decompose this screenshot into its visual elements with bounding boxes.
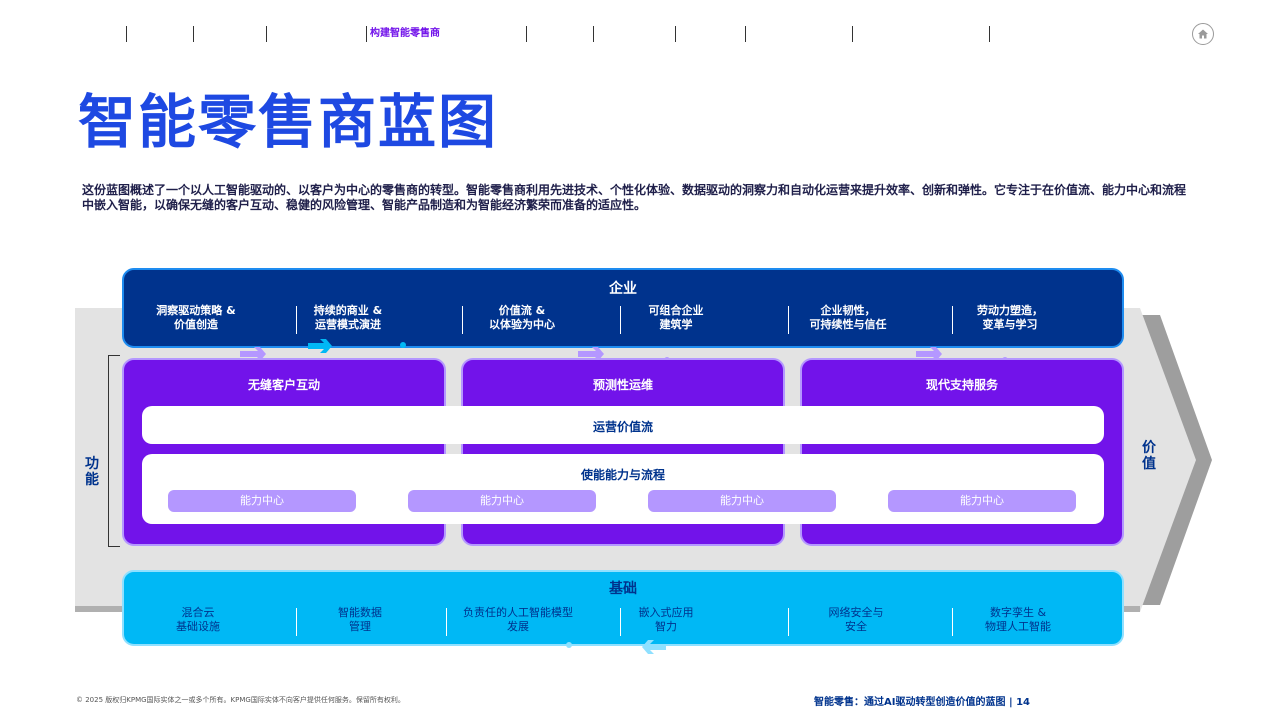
page-footer: 智能零售：通过AI驱动转型创造价值的蓝图 | 14 [814, 697, 1030, 708]
home-icon [1198, 29, 1208, 39]
enterprise-item: 洞察驱动策略 & 价值创造 [156, 304, 236, 331]
divider [620, 306, 621, 334]
chevron-right-icon [916, 347, 942, 361]
function-label: 功能 [85, 456, 99, 488]
chevron-right-icon [240, 347, 266, 361]
divider [788, 306, 789, 334]
capability-center-chip: 能力中心 [408, 490, 596, 512]
blueprint-diagram: 功能 价值 企业 洞察驱动策略 & 价值创造 持续的商业 & 运营模式演进 价值… [0, 260, 1280, 660]
home-button[interactable] [1192, 23, 1214, 45]
pillar-title: 现代支持服务 [925, 378, 998, 392]
nav-divider [852, 26, 853, 42]
nav-divider [193, 26, 194, 42]
foundation-band: 基础 混合云 基础设施 智能数据 管理 负责任的人工智能模型 发展 嵌入式应用 … [122, 570, 1124, 646]
enablement-bar: 使能能力与流程 能力中心 能力中心 能力中心 能力中心 [142, 454, 1104, 524]
divider [952, 608, 953, 636]
intro-paragraph: 这份蓝图概述了一个以人工智能驱动的、以客户为中心的零售商的转型。智能零售商利用先… [82, 183, 1187, 212]
foundation-item: 混合云 基础设施 [176, 606, 220, 633]
top-navigation: 构建智能零售商 [0, 22, 1280, 46]
page-title: 智能零售商蓝图 [78, 88, 499, 156]
nav-divider [745, 26, 746, 42]
foundation-title: 基础 [609, 581, 637, 597]
capability-center-chip: 能力中心 [648, 490, 836, 512]
value-stream-bar: 运营价值流 [142, 406, 1104, 444]
chevron-right-icon [578, 347, 604, 361]
function-bracket [108, 355, 120, 547]
foundation-item: 数字孪生 & 物理人工智能 [985, 606, 1051, 633]
connector-dot [400, 342, 406, 348]
pillar-title: 无缝客户互动 [247, 378, 320, 392]
chevron-right-icon [308, 339, 332, 353]
divider [462, 306, 463, 334]
enterprise-item: 劳动力塑造， 变革与学习 [977, 304, 1043, 331]
divider [952, 306, 953, 334]
capability-center-chip: 能力中心 [168, 490, 356, 512]
enterprise-item: 价值流 & 以体验为中心 [489, 304, 555, 331]
enablement-label: 使能能力与流程 [580, 468, 665, 482]
enterprise-band: 企业 洞察驱动策略 & 价值创造 持续的商业 & 运营模式演进 价值流 & 以体… [122, 268, 1124, 348]
divider [788, 608, 789, 636]
nav-divider [126, 26, 127, 42]
value-stream-label: 运营价值流 [592, 420, 653, 434]
foundation-item: 网络安全与 安全 [828, 606, 884, 633]
divider [446, 608, 447, 636]
divider [296, 306, 297, 334]
nav-divider [989, 26, 990, 42]
divider [620, 608, 621, 636]
foundation-item: 智能数据 管理 [338, 606, 382, 633]
divider [296, 608, 297, 636]
connector-dot [566, 642, 572, 648]
chevron-left-icon [642, 640, 666, 654]
pillar-title: 预测性运维 [592, 378, 653, 392]
enterprise-item: 企业韧性， 可持续性与信任 [809, 304, 887, 331]
nav-divider [675, 26, 676, 42]
nav-divider [266, 26, 267, 42]
copyright-text: © 2025 版权归KPMG国际实体之一或多个所有。KPMG国际实体不向客户提供… [76, 696, 405, 704]
foundation-item: 嵌入式应用 智力 [638, 606, 694, 633]
value-label: 价值 [1142, 440, 1156, 472]
nav-divider [593, 26, 594, 42]
enterprise-item: 持续的商业 & 运营模式演进 [313, 304, 383, 331]
capability-center-chip: 能力中心 [888, 490, 1076, 512]
enterprise-title: 企业 [609, 281, 637, 297]
nav-tab-active[interactable]: 构建智能零售商 [366, 26, 440, 42]
nav-divider [526, 26, 527, 42]
enterprise-item: 可组合企业 建筑学 [648, 304, 704, 331]
foundation-item: 负责任的人工智能模型 发展 [463, 606, 573, 633]
